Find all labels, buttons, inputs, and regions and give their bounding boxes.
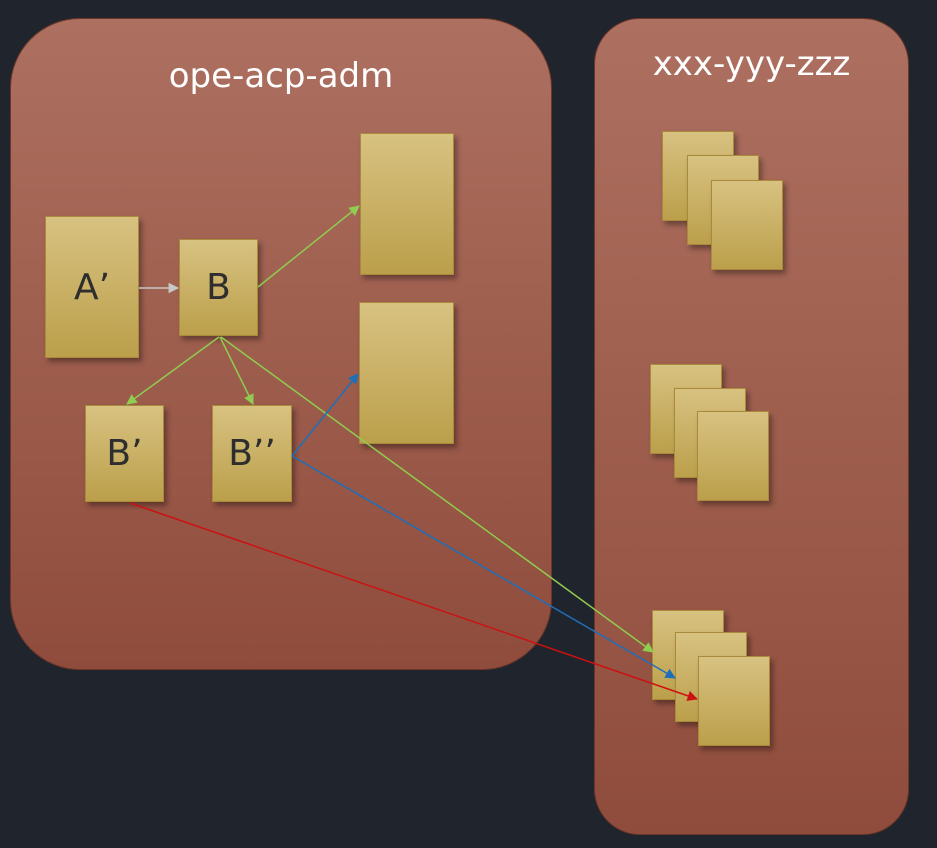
node-b-double-prime: B’’	[212, 405, 292, 502]
node-a-prime: A’	[45, 216, 139, 358]
stack-card	[711, 180, 783, 270]
container-title: xxx-yyy-zzz	[652, 44, 851, 84]
container-title: ope-acp-adm	[168, 56, 394, 96]
stack-card	[698, 656, 770, 746]
stack-card	[697, 411, 769, 501]
node-b: B	[179, 239, 258, 336]
node-b-prime: B’	[85, 405, 164, 502]
target-box-middle	[359, 302, 454, 444]
target-box-top	[360, 133, 454, 275]
